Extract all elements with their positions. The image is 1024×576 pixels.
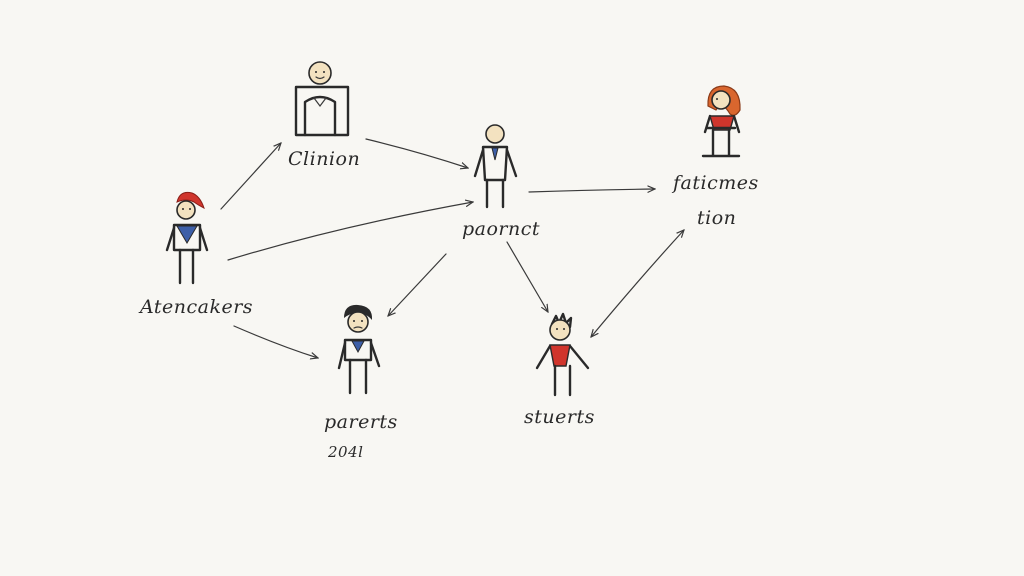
person-blue-tie-icon	[473, 124, 518, 209]
edge-clinion-parent	[365, 138, 468, 168]
node-parents-label: parerts	[324, 411, 398, 433]
edge-atencakers-parent	[227, 202, 473, 261]
edge-parent-students	[506, 241, 548, 312]
edge-parent-parents	[388, 253, 447, 316]
node-faticmes-label: faticmes	[671, 172, 759, 194]
node-clinion: Clinion	[288, 61, 360, 170]
person-red-hair-icon	[165, 191, 209, 285]
edge-students-faticmes	[591, 230, 684, 337]
edge-atencakers-parents	[233, 325, 318, 358]
node-parent: paornct	[462, 124, 540, 240]
node-clinion-label: Clinion	[288, 148, 360, 170]
node-faticmes: faticmes tion	[671, 85, 759, 229]
node-parent-label: paornct	[462, 218, 540, 240]
node-atencakers-label: Atencakers	[138, 296, 253, 318]
node-students: stuerts	[524, 312, 595, 428]
framed-person-icon	[294, 61, 350, 137]
node-faticmes-label-2: tion	[697, 207, 736, 229]
edge-parent-faticmes	[528, 189, 655, 192]
node-parents: parerts 204l	[324, 304, 398, 461]
node-students-label: stuerts	[524, 406, 595, 428]
node-atencakers: Atencakers	[138, 191, 253, 318]
node-parents-label-2: 204l	[327, 443, 363, 461]
person-dark-hair-icon	[337, 304, 381, 395]
edge-atencakers-clinion	[220, 143, 281, 210]
person-spiky-hair-icon	[535, 312, 590, 397]
person-orange-hair-icon	[701, 85, 741, 158]
edges	[220, 138, 684, 358]
